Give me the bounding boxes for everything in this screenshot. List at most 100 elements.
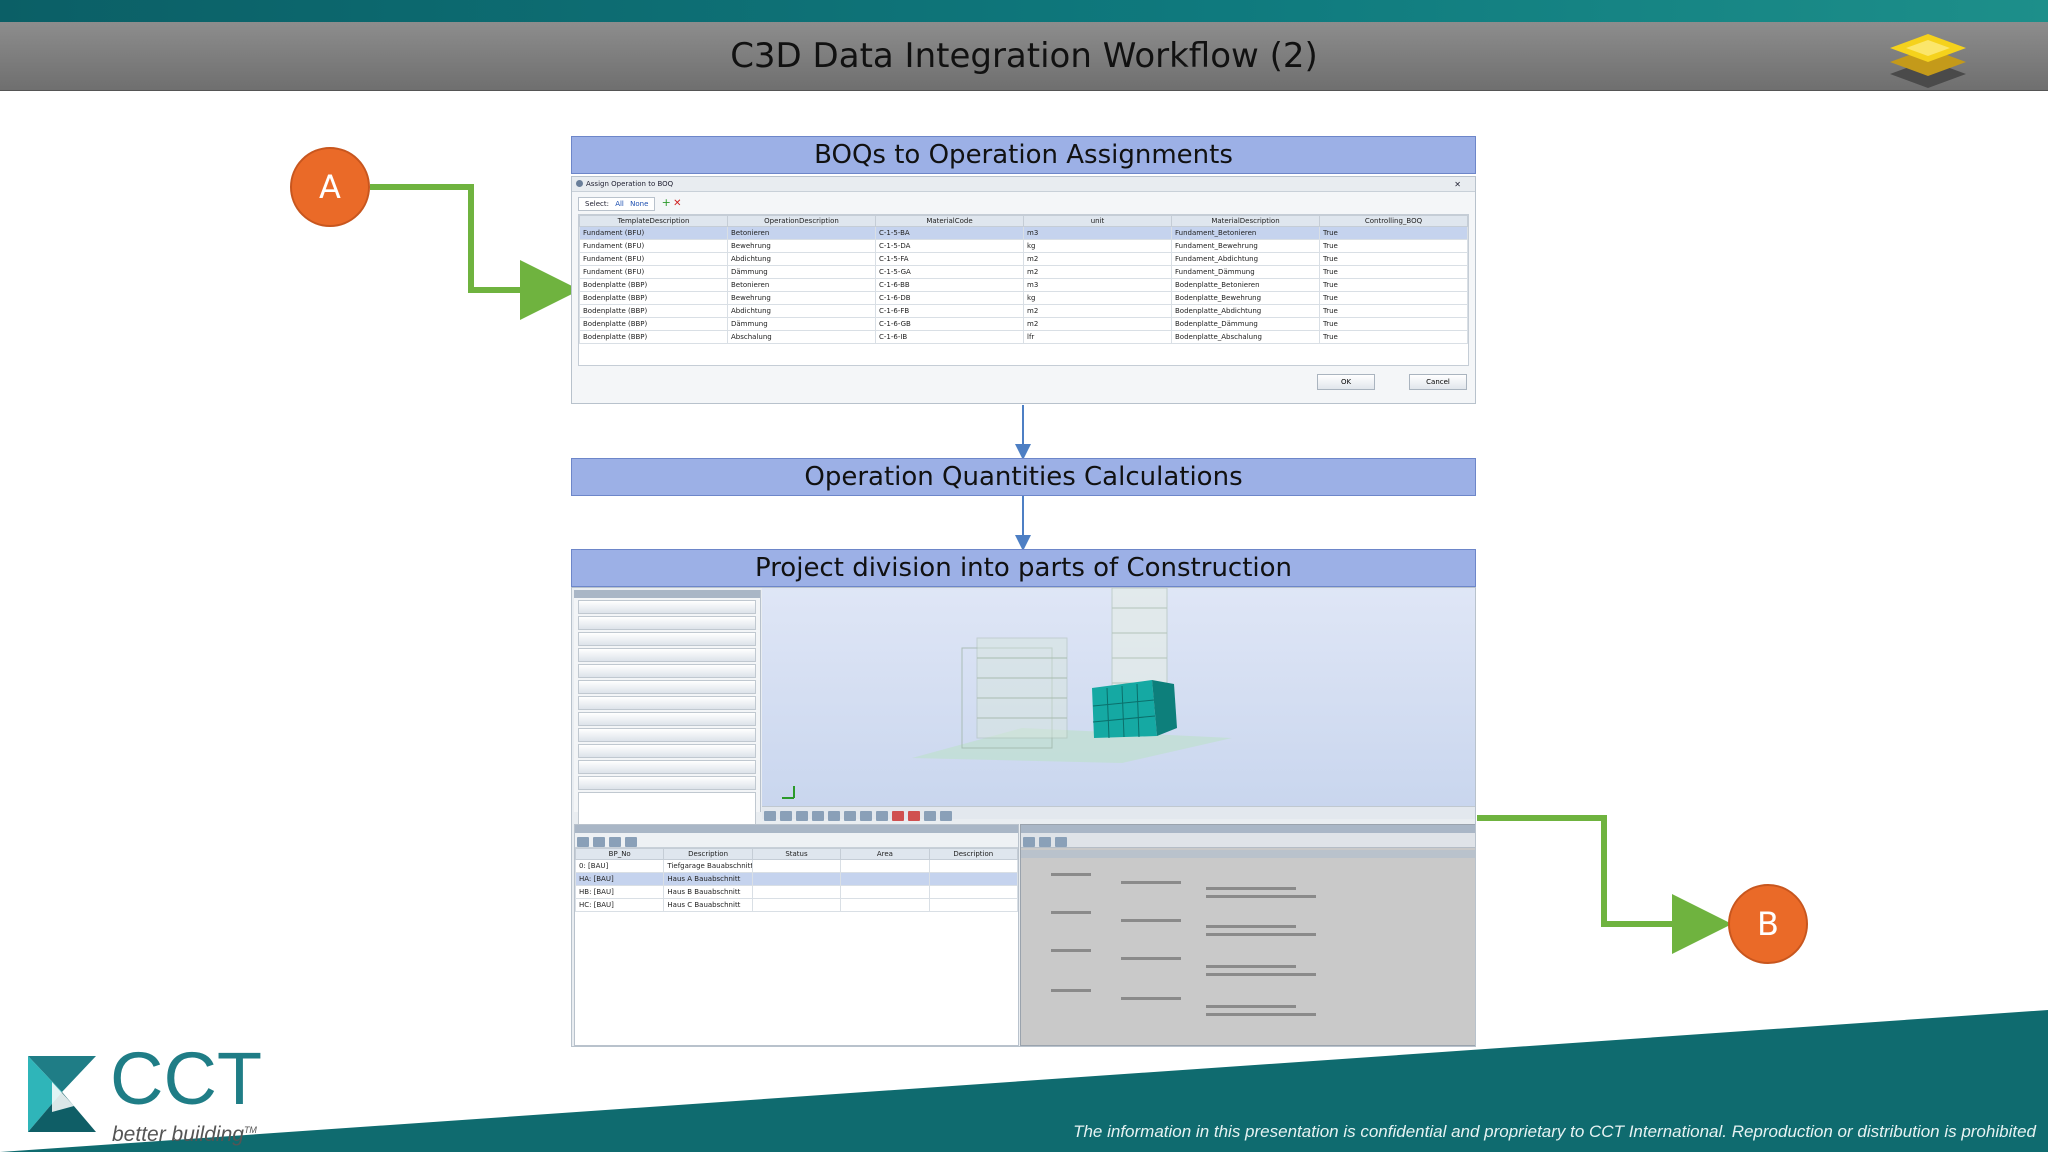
- tree-item[interactable]: [578, 728, 756, 742]
- cct-logo-tagline: better buildingTM: [112, 1118, 257, 1147]
- details-panel-header: [1021, 825, 1475, 833]
- connector-b: B: [1728, 884, 1808, 964]
- table-cell: Haus C Bauabschnitt: [663, 898, 753, 912]
- table-cell: Abschalung: [727, 330, 876, 344]
- detail-line: [1206, 1005, 1296, 1008]
- arrow-division-to-b: [1477, 815, 1732, 954]
- toolbar-button[interactable]: [876, 811, 888, 821]
- tree-item[interactable]: [578, 648, 756, 662]
- detail-line: [1206, 925, 1296, 928]
- tree-item[interactable]: [578, 776, 756, 790]
- tree-item[interactable]: [578, 664, 756, 678]
- stage-boq-assignments: BOQs to Operation Assignments: [571, 136, 1476, 174]
- footer-disclaimer: The information in this presentation is …: [1073, 1122, 2036, 1141]
- toolbar-button[interactable]: [924, 811, 936, 821]
- tree-item[interactable]: [578, 616, 756, 630]
- detail-line: [1051, 873, 1091, 876]
- connector-a: A: [290, 147, 370, 227]
- dialog-app-icon: [576, 180, 583, 187]
- detail-line: [1121, 997, 1181, 1000]
- title-bar: [0, 22, 2048, 91]
- details-panel: [1020, 824, 1475, 1046]
- delete-icon[interactable]: ✕: [673, 198, 682, 209]
- detail-line: [1121, 919, 1181, 922]
- toolbar-button[interactable]: [860, 811, 872, 821]
- toolbar-button[interactable]: [1023, 837, 1035, 847]
- cct-tagline-tm: TM: [243, 1125, 257, 1135]
- toolbar-button[interactable]: [625, 837, 637, 847]
- toolbar-button[interactable]: [1039, 837, 1051, 847]
- table-row[interactable]: HA: [BAU]Haus A Bauabschnitt: [574, 872, 1019, 886]
- add-icon[interactable]: +: [661, 196, 671, 209]
- tree-item[interactable]: [578, 680, 756, 694]
- model-viewport[interactable]: [762, 588, 1475, 806]
- table-row[interactable]: HB: [BAU]Haus B Bauabschnitt: [574, 885, 1019, 899]
- table-cell: Fundament (BFU): [579, 226, 728, 240]
- dialog-title: Assign Operation to BOQ: [586, 180, 674, 188]
- detail-line: [1051, 949, 1091, 952]
- stage-project-division: Project division into parts of Construct…: [571, 549, 1476, 587]
- bp-panel-toolbar: [575, 833, 1018, 848]
- toolbar-button[interactable]: [593, 837, 605, 847]
- table-row[interactable]: 0: [BAU]Tiefgarage Bauabschnitt: [574, 859, 1019, 873]
- detail-line: [1206, 933, 1316, 936]
- table-cell: Fundament_Betonieren: [1171, 226, 1320, 240]
- toolbar-button[interactable]: [796, 811, 808, 821]
- tree-item[interactable]: [578, 632, 756, 646]
- table-cell: [928, 898, 1019, 912]
- detail-line: [1206, 887, 1296, 890]
- table-row[interactable]: HC: [BAU]Haus C Bauabschnitt: [574, 898, 1019, 912]
- cancel-button[interactable]: Cancel: [1409, 374, 1467, 390]
- toolbar-button[interactable]: [1055, 837, 1067, 847]
- table-cell: True: [1319, 330, 1468, 344]
- ok-button[interactable]: OK: [1317, 374, 1375, 390]
- top-color-band: [0, 0, 2048, 22]
- assign-operation-dialog: Assign Operation to BOQ ✕ Select: All No…: [571, 176, 1476, 404]
- toolbar-button[interactable]: [764, 811, 776, 821]
- select-none-link[interactable]: None: [630, 200, 649, 208]
- table-cell: HC: [BAU]: [574, 898, 665, 912]
- tree-item[interactable]: [578, 600, 756, 614]
- toolbar-button[interactable]: [812, 811, 824, 821]
- detail-line: [1206, 965, 1296, 968]
- toolbar-button[interactable]: [892, 811, 904, 821]
- table-cell: Haus A Bauabschnitt: [663, 872, 753, 886]
- select-label: Select:: [585, 200, 609, 208]
- stage-quantities-calculations: Operation Quantities Calculations: [571, 458, 1476, 496]
- details-panel-toolbar: [1021, 833, 1475, 848]
- select-all-link[interactable]: All: [615, 200, 624, 208]
- tree-item[interactable]: [578, 712, 756, 726]
- tree-item[interactable]: [578, 696, 756, 710]
- toolbar-button[interactable]: [828, 811, 840, 821]
- detail-line: [1206, 895, 1316, 898]
- toolbar-button[interactable]: [609, 837, 621, 847]
- table-cell: Bodenplatte_Abschalung: [1171, 330, 1320, 344]
- toolbar-button[interactable]: [908, 811, 920, 821]
- toolbar-button[interactable]: [940, 811, 952, 821]
- tree-panel-header: [574, 590, 760, 598]
- tree-item[interactable]: [578, 744, 756, 758]
- slide-title: C3D Data Integration Workflow (2): [730, 36, 1318, 76]
- tree-item[interactable]: [578, 760, 756, 774]
- building-model-icon: [782, 588, 1232, 799]
- cct-logo-mark-icon: [28, 1056, 96, 1132]
- toolbar-button[interactable]: [844, 811, 856, 821]
- viewport-toolbar: [762, 806, 1475, 821]
- detail-line: [1051, 989, 1091, 992]
- bp-panel-header: [575, 825, 1018, 833]
- toolbar-button[interactable]: [577, 837, 589, 847]
- toolbar-button[interactable]: [780, 811, 792, 821]
- dialog-close-icon[interactable]: ✕: [1454, 180, 1461, 189]
